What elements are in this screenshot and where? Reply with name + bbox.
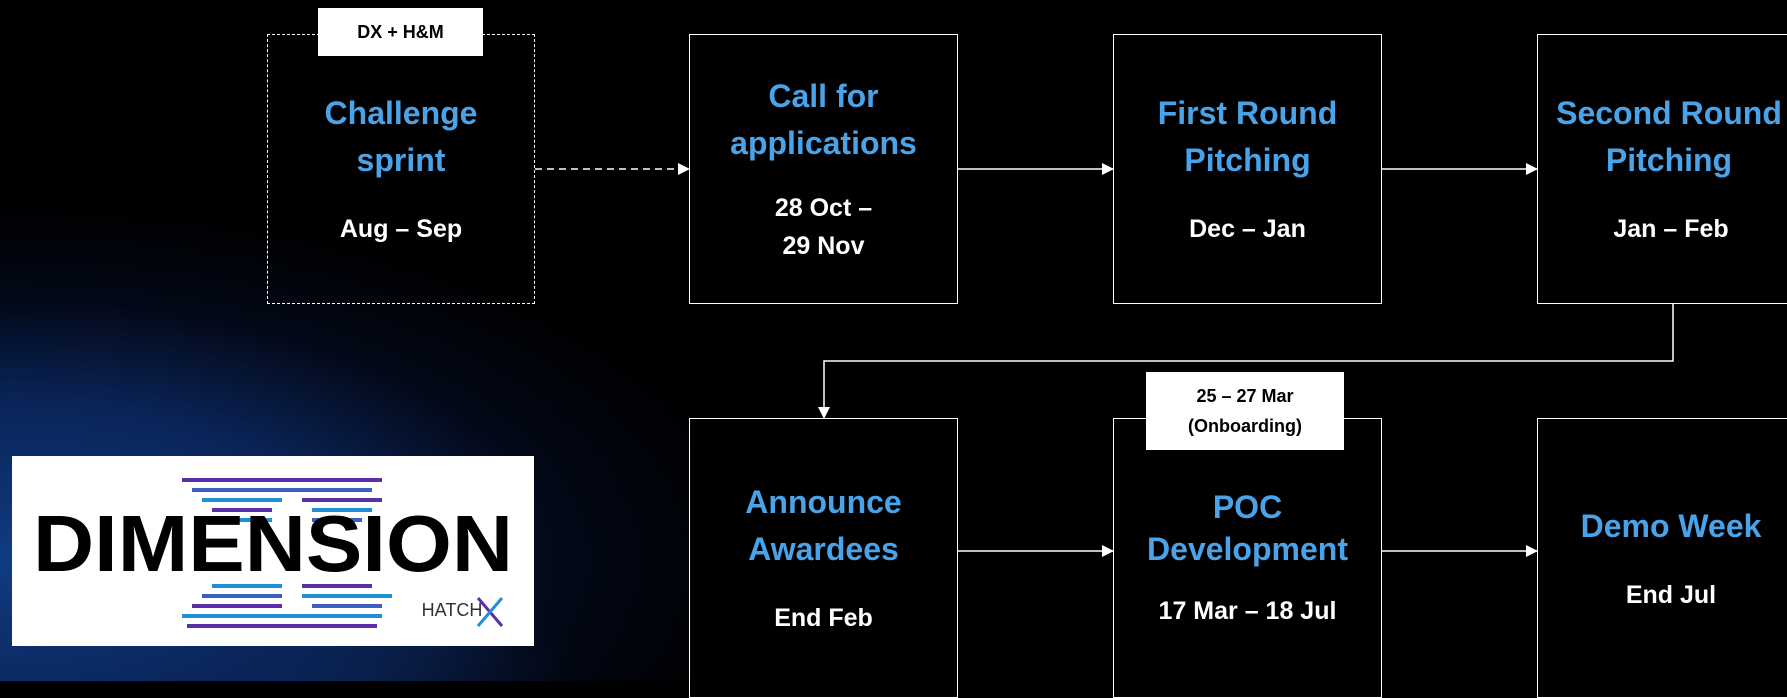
logo-stripe-pattern — [182, 478, 392, 628]
dimension-logo: DIMENSION HATCH — [12, 456, 534, 646]
stage-first-round-pitching: First Round Pitching Dec – Jan — [1113, 34, 1382, 304]
stage-title: Second Round Pitching — [1556, 95, 1782, 178]
stage-date: Jan – Feb — [1613, 215, 1729, 243]
stage-title: Challenge sprint — [324, 95, 478, 178]
dimension-x-stripes: DIMENSION HATCH — [33, 478, 513, 628]
stage-tag-onboarding: 25 – 27 Mar (Onboarding) — [1146, 372, 1344, 450]
stage-challenge-sprint: Challenge sprint Aug – Sep — [267, 34, 535, 304]
logo-wordmark: DIMENSION — [33, 499, 513, 588]
stage-tag-dx-hm: DX + H&M — [318, 8, 483, 56]
stage-date: End Feb — [774, 604, 873, 632]
stage-title: Announce Awardees — [745, 484, 902, 567]
hatch-x-icon — [476, 597, 504, 627]
stage-title: Call for applications — [730, 78, 917, 161]
stage-demo-week: Demo Week End Jul — [1537, 418, 1787, 698]
stage-title: First Round Pitching — [1157, 95, 1338, 178]
stage-title: Demo Week — [1580, 507, 1762, 544]
stage-date: End Jul — [1625, 580, 1717, 609]
stage-announce-awardees: Announce Awardees End Feb — [689, 418, 958, 698]
stage-date: 17 Mar – 18 Jul — [1158, 597, 1337, 625]
stage-poc-development: POC Development 17 Mar – 18 Jul — [1113, 418, 1382, 698]
stage-date: 28 Oct – 29 Nov — [774, 194, 873, 260]
stage-date: Dec – Jan — [1189, 215, 1306, 243]
stage-second-round-pitching: Second Round Pitching Jan – Feb — [1537, 34, 1787, 304]
stage-call-for-applications: Call for applications 28 Oct – 29 Nov — [689, 34, 958, 304]
logo-sub-brand: HATCH — [422, 600, 483, 620]
stage-date: Aug – Sep — [339, 215, 463, 243]
stage-title: POC Development — [1147, 489, 1348, 567]
